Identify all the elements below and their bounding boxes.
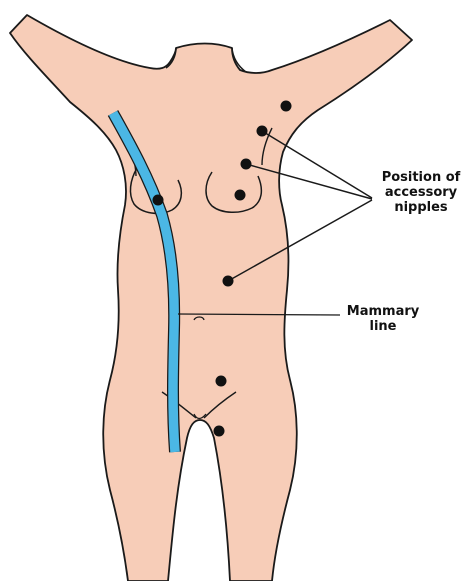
accessory-label-line-1: Position of <box>372 170 470 185</box>
mammary-label-line-2: line <box>338 319 428 334</box>
accessory-nipple-marker <box>214 426 225 437</box>
accessory-nipple-marker <box>241 159 252 170</box>
mammary-line-label: Mammary line <box>338 304 428 334</box>
accessory-nipple-marker <box>216 376 227 387</box>
nipple-marker <box>153 195 164 206</box>
accessory-label-line-3: nipples <box>372 200 470 215</box>
mammary-label-line-1: Mammary <box>338 304 428 319</box>
accessory-nipple-marker <box>235 190 246 201</box>
accessory-label-line-2: accessory <box>372 185 470 200</box>
accessory-nipple-marker <box>223 276 234 287</box>
accessory-nipple-marker <box>257 126 268 137</box>
body-silhouette <box>10 15 412 581</box>
accessory-nipples-label: Position of accessory nipples <box>372 170 470 215</box>
accessory-nipple-marker <box>281 101 292 112</box>
